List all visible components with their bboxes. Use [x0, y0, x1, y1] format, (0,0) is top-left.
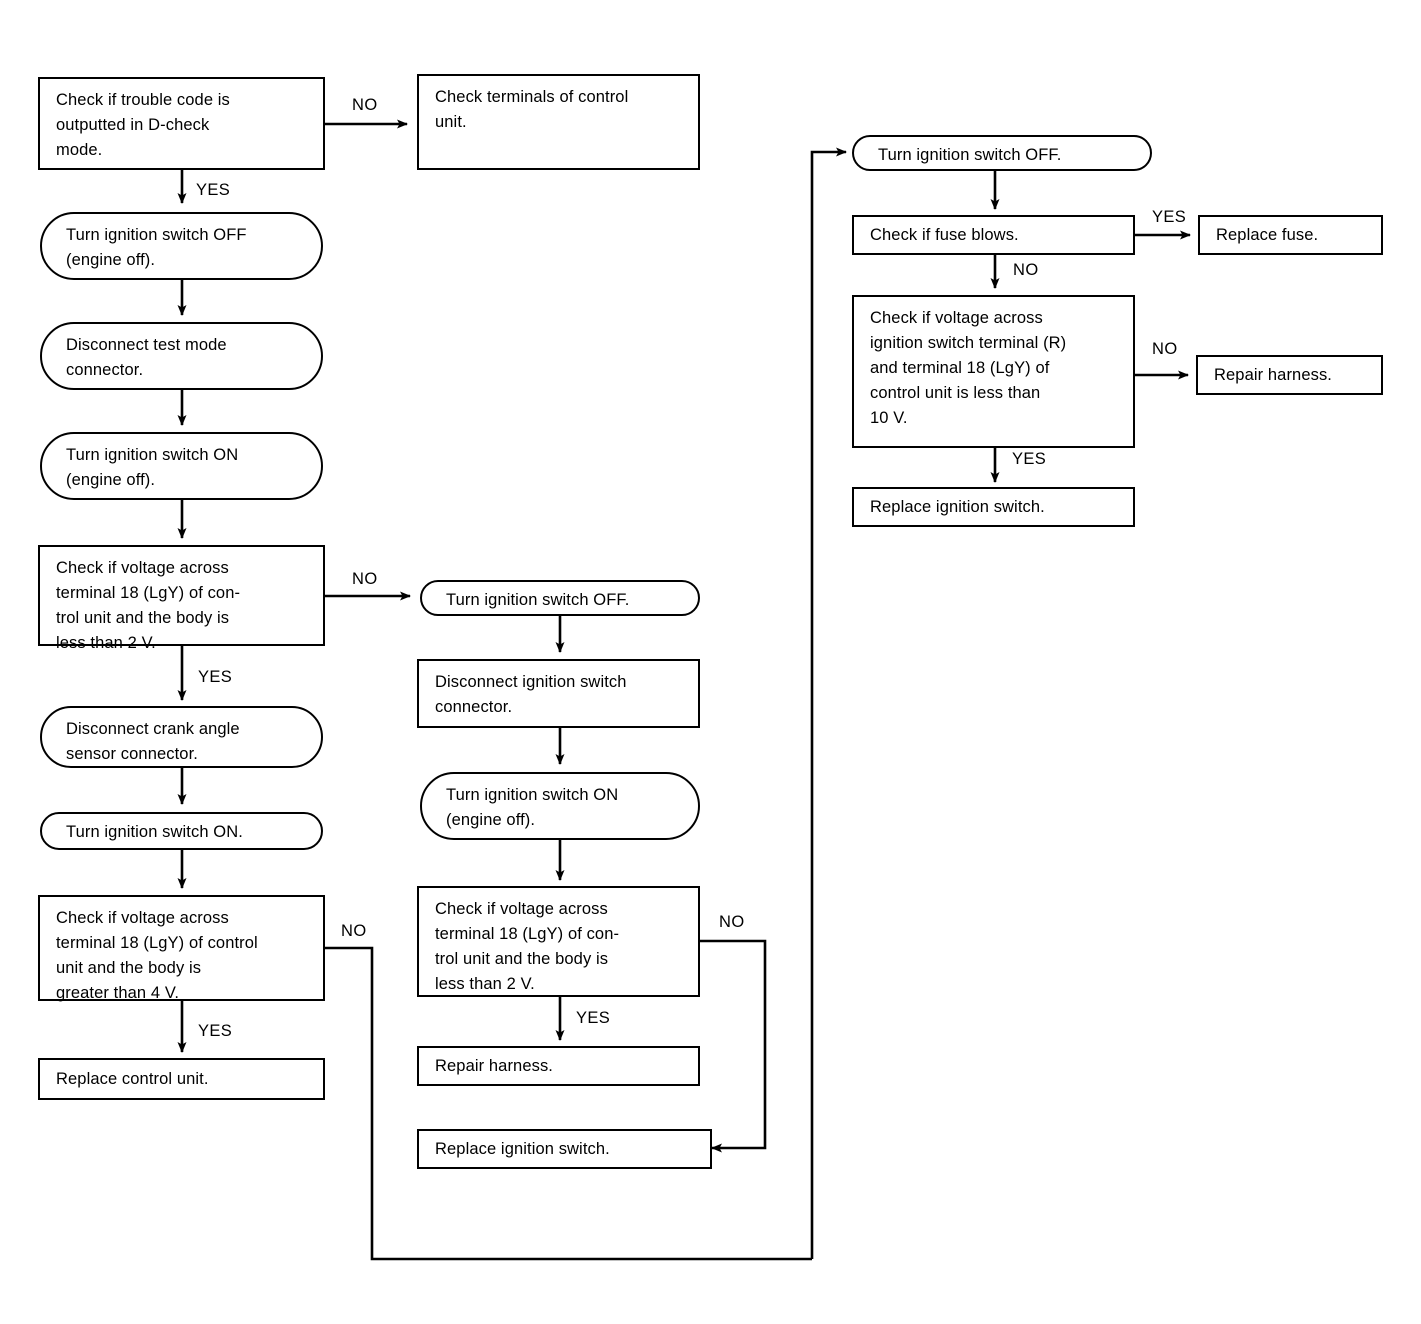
edge-label-no-6: NO	[352, 570, 378, 588]
edge-label-no-18: NO	[1013, 261, 1039, 279]
node-replace-control-unit: Replace control unit.	[38, 1058, 325, 1100]
node-label: Check if voltage across terminal 18 (LgY…	[56, 909, 258, 1002]
node-disconnect-test-mode-connector: Disconnect test mode connector.	[40, 322, 323, 390]
node-label: Check if voltage across terminal 18 (LgY…	[56, 559, 241, 652]
node-label: Turn ignition switch ON.	[66, 823, 243, 841]
node-label: Check terminals of control unit.	[435, 88, 629, 131]
edge-label-no-9: NO	[341, 922, 367, 940]
node-check-if-fuse-blows: Check if fuse blows.	[852, 215, 1135, 255]
node-turn-ignition-on: Turn ignition switch ON.	[40, 812, 323, 850]
node-label: Check if trouble code is outputted in D-…	[56, 91, 230, 159]
edge-label-yes-14: YES	[576, 1009, 611, 1027]
node-label: Replace ignition switch.	[870, 498, 1045, 516]
edge-label-yes-18: YES	[1152, 208, 1187, 226]
node-replace-ignition-switch-mid: Replace ignition switch.	[417, 1129, 712, 1169]
node-replace-ignition-switch-right: Replace ignition switch.	[852, 487, 1135, 527]
node-check-voltage-terminal18-greater-4v: Check if voltage across terminal 18 (LgY…	[38, 895, 325, 1002]
node-check-voltage-terminal18-less-2v-a: Check if voltage across terminal 18 (LgY…	[38, 545, 325, 652]
node-label: Disconnect ignition switch connector.	[435, 673, 627, 716]
edge-label-yes-6: YES	[198, 668, 233, 686]
node-label: Replace fuse.	[1216, 226, 1319, 244]
node-label: Turn ignition switch OFF.	[878, 146, 1062, 164]
node-label: Check if voltage across ignition switch …	[870, 309, 1067, 427]
edge-label-yes-9: YES	[198, 1022, 233, 1040]
node-check-trouble-code: Check if trouble code is outputted in D-…	[38, 77, 325, 170]
node-label: Turn ignition switch OFF.	[446, 591, 630, 609]
node-label: Disconnect crank angle sensor connector.	[66, 720, 240, 763]
edge-label-no-1: NO	[352, 96, 378, 114]
node-turn-ignition-on-engine-off: Turn ignition switch ON (engine off).	[40, 432, 323, 500]
node-disconnect-ignition-switch-connector: Disconnect ignition switch connector.	[417, 659, 700, 728]
node-label: Turn ignition switch ON (engine off).	[66, 446, 239, 489]
node-repair-harness-mid: Repair harness.	[417, 1046, 700, 1086]
node-turn-ignition-off-engine-off: Turn ignition switch OFF (engine off).	[40, 212, 323, 280]
node-label: Repair harness.	[1214, 366, 1332, 384]
node-label: Replace ignition switch.	[435, 1140, 610, 1158]
node-label: Turn ignition switch ON (engine off).	[446, 786, 619, 829]
node-label: Turn ignition switch OFF (engine off).	[66, 226, 247, 269]
node-check-voltage-terminal18-less-2v-b: Check if voltage across terminal 18 (LgY…	[417, 886, 700, 997]
edge-label-yes-1: YES	[196, 181, 231, 199]
node-label: Check if voltage across terminal 18 (LgY…	[435, 900, 620, 993]
edge-label-no-20: NO	[1152, 340, 1178, 358]
node-turn-ignition-on-engine-off-mid: Turn ignition switch ON (engine off).	[420, 772, 700, 840]
node-turn-ignition-off-mid: Turn ignition switch OFF.	[420, 580, 700, 616]
node-check-terminals-control-unit: Check terminals of control unit.	[417, 74, 700, 170]
node-label: Check if fuse blows.	[870, 226, 1019, 244]
node-turn-ignition-off-right: Turn ignition switch OFF.	[852, 135, 1152, 171]
node-label: Disconnect test mode connector.	[66, 336, 227, 379]
edge-label-no-14: NO	[719, 913, 745, 931]
node-label: Repair harness.	[435, 1057, 553, 1075]
node-label: Replace control unit.	[56, 1070, 209, 1088]
node-repair-harness-right: Repair harness.	[1196, 355, 1383, 395]
node-replace-fuse: Replace fuse.	[1198, 215, 1383, 255]
edge-label-yes-20: YES	[1012, 450, 1047, 468]
node-disconnect-crank-angle-sensor: Disconnect crank angle sensor connector.	[40, 706, 323, 768]
node-check-voltage-ignition-terminal-r-less-10v: Check if voltage across ignition switch …	[852, 295, 1135, 448]
